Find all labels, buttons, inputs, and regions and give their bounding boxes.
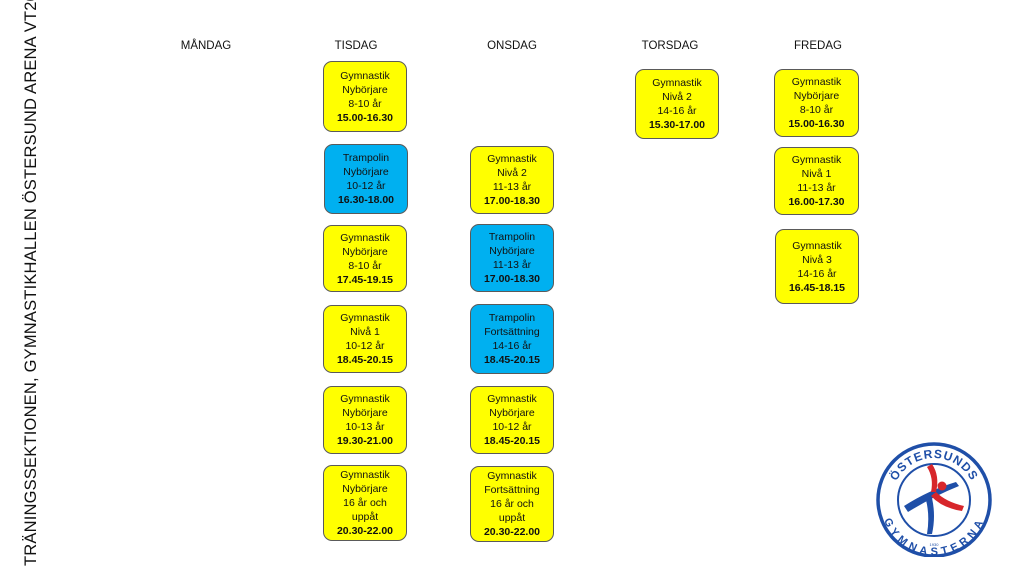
card-level: Nivå 2 bbox=[662, 91, 692, 103]
card-time: 18.45-20.15 bbox=[483, 435, 541, 447]
schedule-card: Gymnastik Nybörjare 8-10 år 17.45-19.15 bbox=[323, 225, 407, 292]
card-time: 19.30-21.00 bbox=[336, 435, 394, 447]
card-level: Fortsättning bbox=[484, 326, 540, 338]
card-time: 20.30-22.00 bbox=[336, 525, 394, 537]
club-logo: ÖSTERSUNDS GYMNASTERNA 1930 bbox=[876, 442, 992, 557]
card-level: Nybörjare bbox=[342, 483, 388, 495]
card-time: 16.00-17.30 bbox=[788, 196, 845, 208]
card-age: 11-13 år bbox=[797, 182, 836, 194]
card-age: 11-13 år bbox=[492, 259, 532, 271]
card-activity: Gymnastik bbox=[791, 76, 842, 88]
card-level: Nivå 3 bbox=[802, 253, 832, 266]
card-activity: Gymnastik bbox=[652, 77, 702, 89]
card-level: Fortsättning bbox=[484, 484, 540, 496]
card-age: 10-13 år bbox=[345, 421, 385, 433]
card-age: 16 år och bbox=[490, 498, 534, 510]
page-title: TRÄNINGSSEKTIONEN, GYMNASTIKHALLEN ÖSTER… bbox=[22, 0, 40, 566]
schedule-card: Gymnastik Nivå 3 14-16 år 16.45-18.15 bbox=[775, 229, 859, 304]
schedule-card: Gymnastik Fortsättning 16 år och uppåt 2… bbox=[470, 466, 554, 542]
schedule-card: Trampolin Nybörjare 11-13 år 17.00-18.30 bbox=[470, 224, 554, 292]
card-level: Nivå 2 bbox=[497, 167, 527, 179]
schedule-card: Trampolin Fortsättning 14-16 år 18.45-20… bbox=[470, 304, 554, 374]
schedule-card: Gymnastik Nivå 1 11-13 år 16.00-17.30 bbox=[774, 147, 859, 215]
card-age: 10-12 år bbox=[492, 421, 532, 433]
schedule-card: Gymnastik Nivå 2 11-13 år 17.00-18.30 bbox=[470, 146, 554, 214]
card-level: Nybörjare bbox=[342, 245, 388, 258]
card-level: Nybörjare bbox=[489, 245, 535, 257]
day-header-friday: FREDAG bbox=[794, 40, 842, 52]
card-age-cont: uppåt bbox=[498, 512, 526, 524]
card-level: Nybörjare bbox=[793, 90, 840, 102]
card-activity: Gymnastik bbox=[340, 469, 390, 481]
card-age: 16 år och bbox=[343, 497, 387, 509]
card-time: 15.30-17.00 bbox=[648, 119, 706, 131]
card-activity: Gymnastik bbox=[487, 153, 537, 165]
day-header-thursday: TORSDAG bbox=[641, 40, 699, 52]
card-activity: Trampolin bbox=[342, 152, 390, 164]
card-age: 14-16 år bbox=[797, 267, 837, 280]
card-activity: Gymnastik bbox=[340, 231, 390, 244]
card-time: 17.45-19.15 bbox=[336, 273, 394, 286]
card-age-cont: uppåt bbox=[351, 511, 379, 523]
day-header-tuesday: TISDAG bbox=[334, 40, 378, 52]
card-age: 14-16 år bbox=[492, 340, 532, 352]
card-time: 16.45-18.15 bbox=[788, 281, 846, 294]
card-time: 15.00-16.30 bbox=[788, 118, 845, 130]
card-activity: Gymnastik bbox=[487, 393, 537, 405]
card-time: 15.00-16.30 bbox=[336, 111, 394, 124]
card-age: 10-12 år bbox=[346, 180, 386, 192]
card-activity: Gymnastik bbox=[340, 393, 390, 405]
schedule-card: Gymnastik Nybörjare 10-13 år 19.30-21.00 bbox=[323, 386, 407, 454]
schedule-card: Gymnastik Nybörjare 10-12 år 18.45-20.15 bbox=[470, 386, 554, 454]
card-time: 17.00-18.30 bbox=[483, 195, 541, 207]
card-age: 11-13 år bbox=[492, 181, 532, 193]
schedule-card: Gymnastik Nybörjare 16 år och uppåt 20.3… bbox=[323, 465, 407, 541]
card-activity: Gymnastik bbox=[792, 239, 842, 252]
schedule-card: Trampolin Nybörjare 10-12 år 16.30-18.00 bbox=[324, 144, 408, 214]
gymnast-figure-icon bbox=[904, 464, 964, 534]
card-age: 8-10 år bbox=[348, 259, 382, 272]
card-level: Nivå 1 bbox=[801, 168, 832, 180]
schedule-card: Gymnastik Nybörjare 8-10 år 15.00-16.30 bbox=[774, 69, 859, 137]
card-activity: Gymnastik bbox=[487, 470, 537, 482]
schedule-card: Gymnastik Nivå 2 14-16 år 15.30-17.00 bbox=[635, 69, 719, 139]
card-level: Nybörjare bbox=[489, 407, 535, 419]
card-time: 18.45-20.15 bbox=[336, 354, 394, 366]
card-activity: Trampolin bbox=[488, 231, 536, 243]
card-age: 8-10 år bbox=[348, 97, 382, 110]
logo-year: 1930 bbox=[930, 542, 940, 547]
card-activity: Gymnastik bbox=[340, 312, 390, 324]
card-time: 20.30-22.00 bbox=[483, 526, 541, 538]
card-time: 16.30-18.00 bbox=[337, 194, 395, 206]
card-age: 10-12 år bbox=[345, 340, 385, 352]
card-activity: Gymnastik bbox=[791, 154, 842, 166]
schedule-card: Gymnastik Nivå 1 10-12 år 18.45-20.15 bbox=[323, 305, 407, 373]
day-header-monday: MÅNDAG bbox=[180, 40, 232, 52]
card-time: 18.45-20.15 bbox=[483, 354, 541, 366]
card-level: Nybörjare bbox=[343, 166, 389, 178]
card-activity: Gymnastik bbox=[340, 69, 390, 82]
card-time: 17.00-18.30 bbox=[483, 273, 541, 285]
card-age: 8-10 år bbox=[799, 104, 834, 116]
card-activity: Trampolin bbox=[488, 312, 536, 324]
card-age: 14-16 år bbox=[657, 105, 697, 117]
schedule-card: Gymnastik Nybörjare 8-10 år 15.00-16.30 bbox=[323, 61, 407, 132]
card-level: Nivå 1 bbox=[350, 326, 380, 338]
day-header-wednesday: ONSDAG bbox=[487, 40, 537, 52]
card-level: Nybörjare bbox=[342, 83, 388, 96]
logo-ring-inner bbox=[897, 463, 971, 537]
card-level: Nybörjare bbox=[342, 407, 388, 419]
